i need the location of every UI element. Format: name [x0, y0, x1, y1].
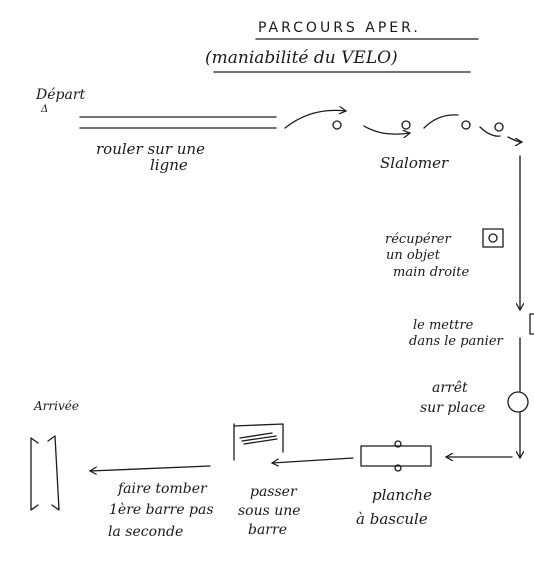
seesaw-plank: [360, 445, 432, 467]
step-slalomer-label: Slalomer: [380, 154, 449, 172]
slalom-arrow-4: [479, 126, 501, 137]
title-line-2: (maniabilité du VELO): [205, 48, 398, 68]
step-passer-label: passer sous une barre: [238, 484, 305, 538]
start-marker: Δ: [40, 104, 48, 115]
step-faire-label: faire tomber 1ère barre pas la seconde: [108, 481, 218, 540]
step-rouler-label: rouler sur une ligne: [96, 140, 210, 174]
slalom-cone-2: [401, 120, 411, 130]
step-arret-label: arrêt sur place: [420, 380, 485, 416]
limbo-bar: [233, 423, 284, 461]
object-icon: [488, 233, 498, 243]
step-planche-label: planche à bascule: [356, 486, 437, 528]
seesaw-pivot-bottom: [394, 464, 402, 472]
slalom-cone-3: [461, 120, 471, 130]
slalom-arrow-5: [507, 136, 522, 142]
basket: [529, 313, 534, 335]
object-box: [482, 228, 504, 248]
start-label: Départ: [35, 87, 86, 103]
slalom-arrow-2: [363, 125, 410, 134]
arrow-to-bar: [272, 457, 354, 463]
slalom-cone-4: [494, 122, 504, 132]
finish-gate-left: [30, 437, 39, 511]
step-recuperer-label: récupérer un objet main droite: [385, 232, 469, 280]
step-mettre-label: le mettre dans le panier: [409, 318, 504, 349]
stop-circle: [507, 391, 529, 413]
slalom-arrow-3: [423, 114, 459, 129]
limbo-bar-hatching: [239, 432, 278, 445]
slalom-cone-1: [332, 120, 342, 130]
arrow-to-bars: [90, 465, 211, 471]
seesaw-pivot-top: [394, 440, 402, 448]
slalom-arrow-1: [284, 110, 346, 129]
title-line-1: PARCOURS APER.: [258, 20, 421, 36]
finish-gate-right: [47, 435, 60, 511]
finish-label: Arrivée: [33, 399, 79, 413]
